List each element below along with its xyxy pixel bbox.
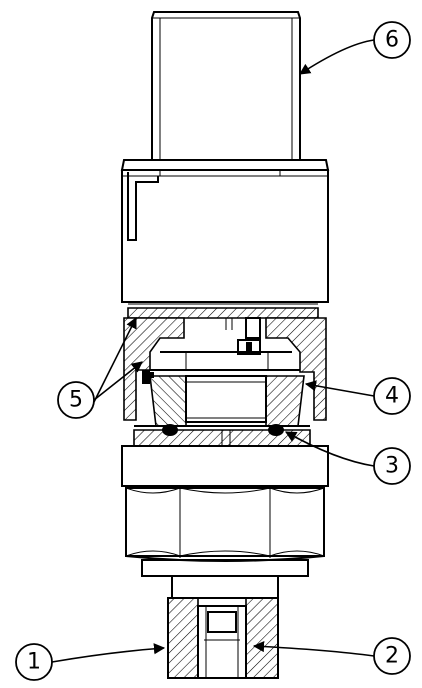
housing-upper	[121, 169, 329, 303]
callout-5: 5	[57, 381, 95, 419]
callout-2: 2	[373, 637, 411, 675]
housing-lower	[121, 445, 329, 487]
leader-lines	[51, 39, 375, 663]
callout-4-label: 4	[385, 384, 399, 409]
neck	[141, 559, 309, 599]
callout-1: 1	[15, 643, 53, 681]
callout-6: 6	[373, 21, 411, 59]
connector-plug	[120, 11, 330, 171]
callout-5-label: 5	[69, 388, 83, 413]
callout-3: 3	[373, 447, 411, 485]
callout-4: 4	[373, 377, 411, 415]
callout-1-label: 1	[27, 650, 41, 675]
callout-3-label: 3	[385, 454, 399, 479]
callout-2-label: 2	[385, 644, 399, 669]
pressure-port	[167, 597, 279, 679]
callout-6-label: 6	[385, 28, 399, 53]
hex-nut	[125, 487, 325, 562]
housing-section	[122, 303, 328, 447]
